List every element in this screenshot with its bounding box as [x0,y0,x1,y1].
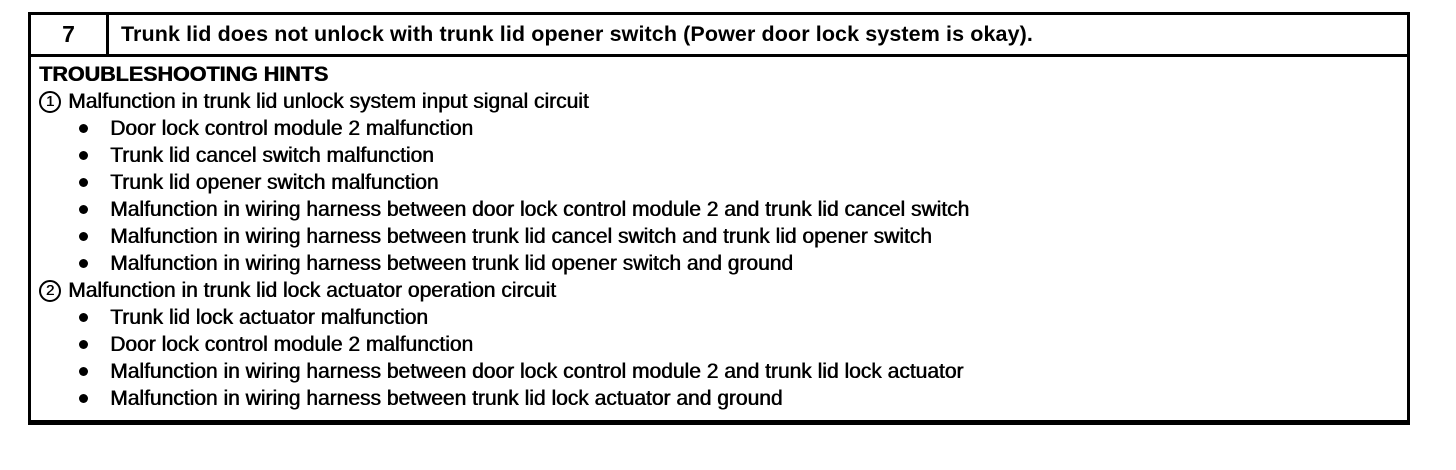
bullet-icon [79,340,88,349]
cause-text: Malfunction in wiring harness between do… [110,198,970,221]
cause-text: Door lock control module 2 malfunction [110,333,474,356]
circled-number-icon: 1 [39,90,61,113]
cause-text: Trunk lid opener switch malfunction [110,171,439,194]
section-2-title: Malfunction in trunk lid lock actuator o… [68,279,556,302]
bullet-icon [79,394,88,403]
troubleshooting-table: 7 Trunk lid does not unlock with trunk l… [28,12,1410,425]
symptom-text: Trunk lid does not unlock with trunk lid… [121,22,1033,46]
bullet-icon [79,178,88,187]
cause-item: Trunk lid opener switch malfunction [39,169,1397,196]
cause-item: Malfunction in wiring harness between do… [39,358,1397,385]
cause-item: Malfunction in wiring harness between tr… [39,385,1397,412]
cause-item: Trunk lid cancel switch malfunction [39,142,1397,169]
cause-item: Malfunction in wiring harness between do… [39,196,1397,223]
bullet-icon [79,259,88,268]
cause-text: Malfunction in wiring harness between tr… [110,252,793,275]
bullet-icon [79,205,88,214]
cause-text: Malfunction in wiring harness between tr… [110,387,783,410]
cause-text: Trunk lid cancel switch malfunction [110,144,434,167]
cause-text: Trunk lid lock actuator malfunction [110,306,428,329]
section-1-title: Malfunction in trunk lid unlock system i… [68,90,589,113]
cause-item: Malfunction in wiring harness between tr… [39,223,1397,250]
cause-item: Malfunction in wiring harness between tr… [39,250,1397,277]
section-1-head: 1 Malfunction in trunk lid unlock system… [39,88,1397,115]
bullet-icon [79,124,88,133]
cause-item: Door lock control module 2 malfunction [39,331,1397,358]
bullet-icon [79,367,88,376]
hints-heading: TROUBLESHOOTING HINTS [39,62,329,86]
row-number-cell: 7 [31,15,109,54]
cause-item: Trunk lid lock actuator malfunction [39,304,1397,331]
bullet-icon [79,232,88,241]
cause-text: Malfunction in wiring harness between tr… [110,225,932,248]
hints-cell: TROUBLESHOOTING HINTS 1 Malfunction in t… [31,57,1407,420]
bullet-icon [79,313,88,322]
cause-item: Door lock control module 2 malfunction [39,115,1397,142]
cause-text: Door lock control module 2 malfunction [110,117,474,140]
circled-number-icon: 2 [39,279,61,302]
symptom-row: 7 Trunk lid does not unlock with trunk l… [31,15,1407,57]
cause-text: Malfunction in wiring harness between do… [110,360,964,383]
bullet-icon [79,151,88,160]
section-2-head: 2 Malfunction in trunk lid lock actuator… [39,277,1397,304]
